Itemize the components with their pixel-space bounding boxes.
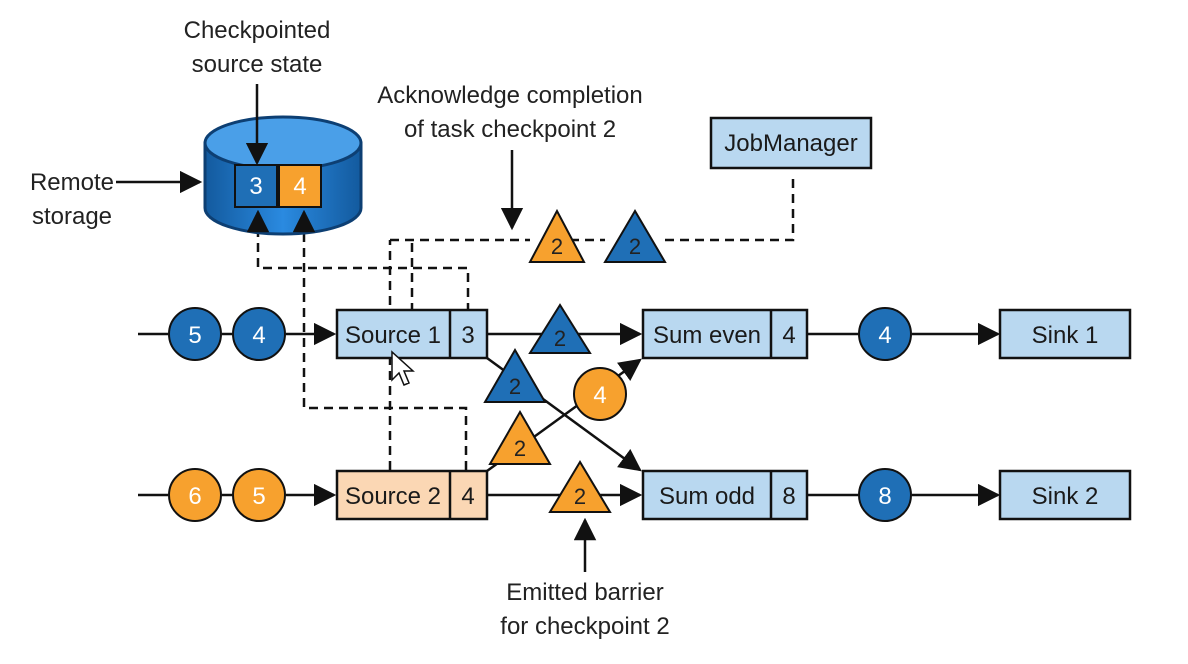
- storage-state-blue-label: 3: [249, 173, 262, 200]
- job-manager-box: JobManager: [709, 116, 873, 170]
- source2-label: Source 2: [345, 483, 441, 510]
- annotation-emitted-2: for checkpoint 2: [500, 613, 669, 640]
- record-in2-a-label: 6: [188, 483, 201, 510]
- annotation-checkpointed-2: source state: [192, 51, 323, 78]
- sink2-box: Sink 2: [998, 469, 1132, 521]
- sum-odd-box: Sum odd 8: [641, 469, 809, 521]
- annotation-checkpointed-1: Checkpointed: [184, 17, 331, 44]
- record-even-in-label: 4: [593, 382, 606, 409]
- checkpoint-dashed-lines: [256, 176, 795, 470]
- annotation-ack-2: of task checkpoint 2: [404, 116, 616, 143]
- ack-barrier-orange: 2: [528, 208, 586, 263]
- record-even-in: 4: [573, 367, 627, 421]
- annotation-remote-1: Remote: [30, 169, 114, 196]
- source1-box: Source 1 3: [335, 308, 489, 360]
- record-odd-out: 8: [858, 468, 912, 522]
- source2-state: 4: [461, 483, 474, 510]
- record-even-out: 4: [858, 307, 912, 361]
- source2-box: Source 2 4: [335, 469, 489, 521]
- annotation-remote-2: storage: [32, 203, 112, 230]
- remote-storage: 3 4: [203, 115, 363, 236]
- barrier-s1-to-even-label: 2: [554, 326, 566, 351]
- dash-source2-to-storage: [302, 214, 468, 470]
- sum-even-state: 4: [782, 322, 795, 349]
- sum-even-label: Sum even: [653, 322, 761, 349]
- record-in1-b-label: 4: [252, 322, 265, 349]
- barrier-s1-to-odd-label: 2: [509, 374, 521, 399]
- annotation-emitted-1: Emitted barrier: [506, 579, 663, 606]
- barrier-s2-to-odd-label: 2: [574, 484, 586, 509]
- dash-ack-to-jobmanager: [390, 176, 795, 242]
- sink1-box: Sink 1: [998, 308, 1132, 360]
- source1-label: Source 1: [345, 322, 441, 349]
- job-manager-label: JobManager: [724, 130, 857, 157]
- record-in1-b: 4: [232, 307, 286, 361]
- storage-state-blue: [234, 164, 278, 208]
- record-even-out-label: 4: [878, 322, 891, 349]
- dash-source1-to-storage: [256, 214, 470, 312]
- storage-state-orange: [278, 164, 322, 208]
- ack-barrier-orange-label: 2: [551, 234, 563, 259]
- sum-odd-label: Sum odd: [659, 483, 755, 510]
- sink2-label: Sink 2: [1032, 483, 1099, 510]
- barrier-s2-to-odd: 2: [548, 460, 612, 513]
- record-in2-b-label: 5: [252, 483, 265, 510]
- record-odd-out-label: 8: [878, 483, 891, 510]
- record-in2-a: 6: [168, 468, 222, 522]
- sink1-label: Sink 1: [1032, 322, 1099, 349]
- barrier-s1-to-odd: 2: [483, 347, 547, 403]
- record-in1-a-label: 5: [188, 322, 201, 349]
- barrier-s2-to-even-label: 2: [514, 436, 526, 461]
- record-in1-a: 5: [168, 307, 222, 361]
- sum-even-box: Sum even 4: [641, 308, 809, 360]
- sum-odd-state: 8: [782, 483, 795, 510]
- storage-arrows: [246, 209, 316, 233]
- source1-state: 3: [461, 322, 474, 349]
- ack-barrier-blue: 2: [603, 209, 667, 263]
- barrier-s2-to-even: 2: [488, 409, 552, 465]
- mouse-cursor-icon: [391, 350, 415, 386]
- ack-barrier-blue-label: 2: [629, 234, 641, 259]
- storage-state-orange-label: 4: [293, 173, 306, 200]
- barrier-s1-to-even: 2: [528, 303, 592, 354]
- record-in2-b: 5: [232, 468, 286, 522]
- annotation-ack-1: Acknowledge completion: [377, 82, 643, 109]
